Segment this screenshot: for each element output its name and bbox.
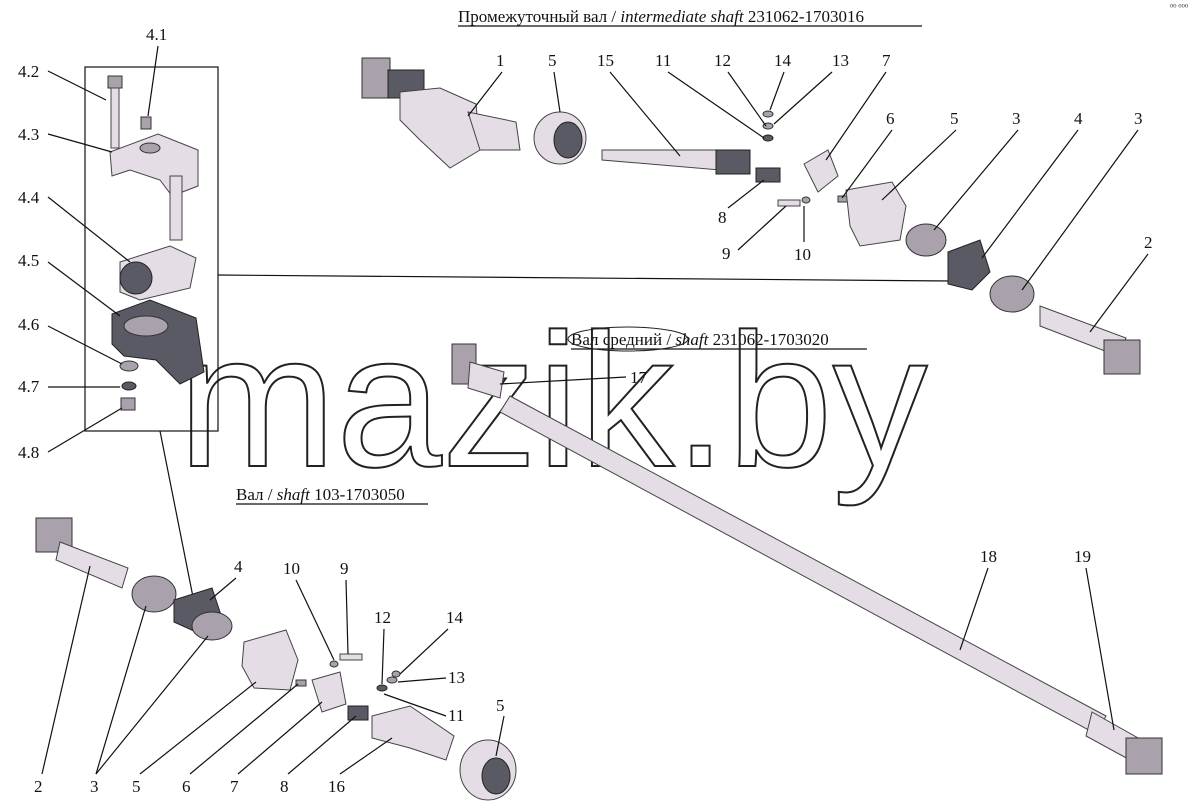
label-10b: 10 [283, 559, 300, 578]
label-5b: 5 [950, 109, 959, 128]
rear-flange-part-19 [1085, 711, 1163, 775]
circlip-part-b [391, 670, 401, 678]
title-middle-shaft: Вал средний / shaft 231062-1703020 [571, 330, 829, 349]
spring-washer-part [121, 381, 137, 391]
bushing-part [119, 245, 197, 301]
label-10: 10 [794, 245, 811, 264]
label-4: 4 [1074, 109, 1083, 128]
label-5e: 5 [132, 777, 141, 796]
inset-connector-bottom [159, 430, 194, 598]
label-3c: 3 [90, 777, 99, 796]
yoke-flange-part [361, 57, 425, 99]
pin-part-9b [339, 653, 363, 661]
label-9b: 9 [340, 559, 349, 578]
label-12b: 12 [374, 608, 391, 627]
label-14: 14 [774, 51, 792, 70]
label-3b: 3 [1134, 109, 1143, 128]
yoke-shaft-part-16 [371, 705, 455, 761]
label-4-7: 4.7 [18, 377, 40, 396]
label-13b: 13 [448, 668, 465, 687]
label-8b: 8 [280, 777, 289, 796]
title-intermediate-shaft: Промежуточный вал / intermediate shaft 2… [458, 7, 864, 26]
title-shaft: Вал / shaft 103-1703050 [236, 485, 405, 504]
label-17: 17 [630, 368, 648, 387]
label-5d: 5 [496, 696, 505, 715]
front-yoke-part-17 [451, 343, 505, 399]
boot-part [399, 87, 521, 169]
circlip-part [762, 110, 774, 118]
label-5: 5 [548, 51, 557, 70]
nut-part-small [140, 116, 152, 130]
label-7b: 7 [230, 777, 239, 796]
label-13: 13 [832, 51, 849, 70]
label-15: 15 [597, 51, 614, 70]
label-8: 8 [718, 208, 727, 227]
pin-part-6b [295, 679, 307, 687]
nut-part-10b [329, 660, 339, 668]
label-4-1: 4.1 [146, 25, 167, 44]
label-11b: 11 [448, 706, 464, 725]
label-14b: 14 [446, 608, 464, 627]
cross-spider-part [755, 167, 781, 183]
label-4-5: 4.5 [18, 251, 39, 270]
label-2b: 2 [34, 777, 43, 796]
watermark: mazik.by [178, 295, 928, 507]
washer-part [119, 360, 139, 372]
label-12: 12 [714, 51, 731, 70]
cross-spider-part-8b [347, 705, 369, 721]
label-1: 1 [496, 51, 505, 70]
yoke-part-7 [803, 149, 839, 193]
label-19: 19 [1074, 547, 1091, 566]
corner-mark: ⁰⁰ ⁰⁰⁰ [1170, 3, 1188, 12]
label-4-6: 4.6 [18, 315, 39, 334]
label-6b: 6 [182, 777, 191, 796]
label-9: 9 [722, 244, 731, 263]
splined-shaft-part-15 [601, 149, 751, 175]
label-2: 2 [1144, 233, 1153, 252]
washer-part-b [386, 676, 398, 684]
bearing-cap-part [109, 133, 199, 241]
label-18: 18 [980, 547, 997, 566]
yoke-part-7b [311, 671, 347, 713]
rubber-boot-part-5b [845, 181, 907, 247]
nut-part-10 [801, 196, 811, 204]
bearing-base-part [111, 299, 205, 385]
pin-part-9 [777, 199, 801, 207]
label-4-8: 4.8 [18, 443, 39, 462]
seal-part-b [376, 684, 388, 692]
label-4-2: 4.2 [18, 62, 39, 81]
label-4c: 4 [234, 557, 243, 576]
seal-part [762, 134, 774, 142]
circled-mark [567, 326, 689, 352]
bolt-part [107, 75, 123, 149]
label-11: 11 [655, 51, 671, 70]
rubber-boot-part-5a [533, 111, 587, 165]
label-6: 6 [886, 109, 895, 128]
bellows-part-3a [905, 223, 947, 257]
label-16: 16 [328, 777, 345, 796]
label-3: 3 [1012, 109, 1021, 128]
rubber-boot-part-5d [459, 739, 517, 801]
bellows-part-3d [191, 611, 233, 641]
tube-flange-part-2 [1039, 305, 1141, 375]
inset-connector-top [217, 274, 953, 282]
bearing-housing-part-4 [947, 239, 991, 291]
rubber-boot-part-5c [241, 629, 299, 691]
nut-part [120, 397, 136, 411]
label-4-4: 4.4 [18, 188, 40, 207]
inset-frame [84, 66, 219, 432]
label-4-3: 4.3 [18, 125, 39, 144]
label-7: 7 [882, 51, 891, 70]
bellows-part-3c [131, 575, 177, 613]
tube-flange-part-2b [35, 517, 129, 589]
bellows-part-3b [989, 275, 1035, 313]
